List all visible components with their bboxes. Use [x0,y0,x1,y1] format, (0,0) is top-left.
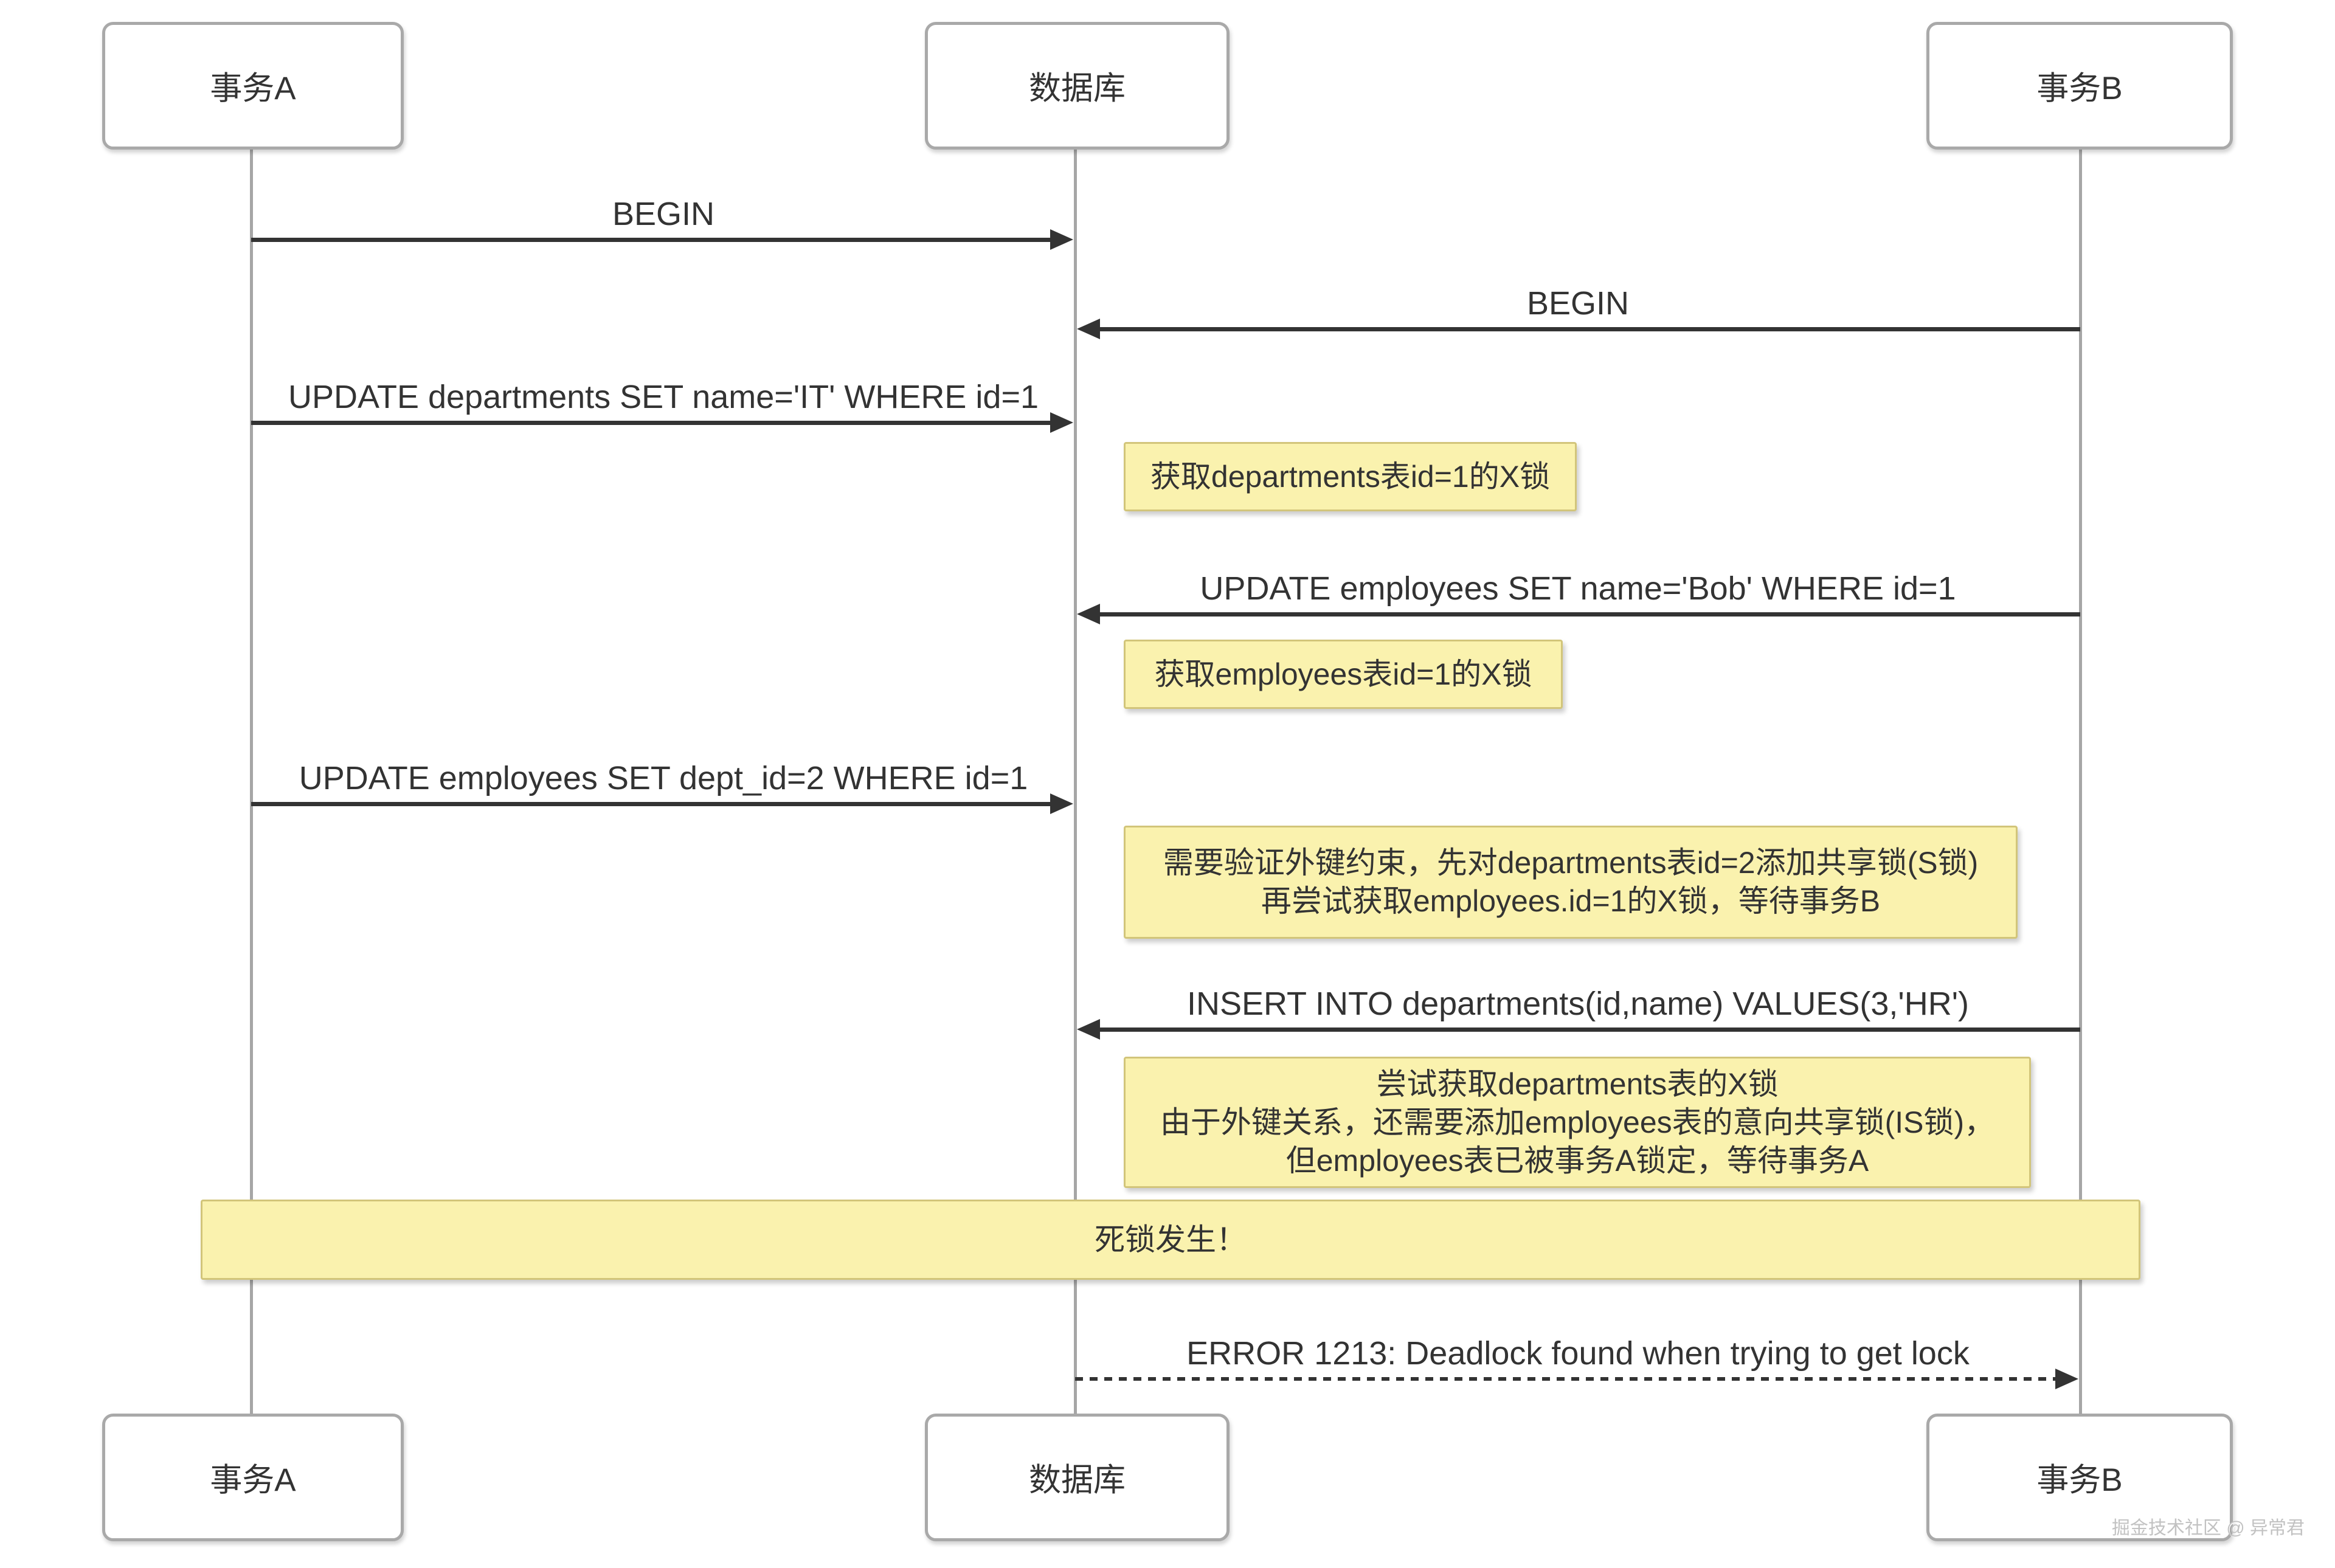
lifeline-txA [250,150,253,1414]
note-1: 获取employees表id=1的X锁 [1124,640,1563,709]
actor-label: 事务A [210,1462,296,1498]
message-label-3: UPDATE employees SET name='Bob' WHERE id… [1200,570,1956,607]
message-line-4 [251,802,1052,806]
actor-label: 事务B [2036,71,2123,106]
message-label-5: INSERT INTO departments(id,name) VALUES(… [1186,986,1970,1022]
actor-box-top-txA: 事务A [102,22,404,150]
arrowhead-right-icon [1050,412,1073,433]
message-label-4: UPDATE employees SET dept_id=2 WHERE id=… [299,760,1028,796]
note-4: 死锁发生！ [201,1200,2140,1280]
actor-box-bottom-txA: 事务A [102,1414,404,1541]
note-line: 获取departments表id=1的X锁 [1150,459,1551,494]
message-label-1: BEGIN [1526,285,1630,322]
actor-box-top-db: 数据库 [925,22,1230,150]
note-2: 需要验证外键约束，先对departments表id=2添加共享锁(S锁) 再尝试获… [1124,826,2018,939]
actor-box-bottom-db: 数据库 [925,1414,1230,1541]
actor-box-top-txB: 事务B [1926,22,2233,150]
arrowhead-left-icon [1077,1019,1100,1040]
note-line: 需要验证外键约束，先对departments表id=2添加共享锁(S锁) [1163,846,1979,880]
arrowhead-left-icon [1077,319,1100,339]
note-line: 死锁发生！ [1095,1222,1247,1257]
note-line: 由于外键关系，还需要添加employees表的意向共享锁(IS锁)， [1160,1105,1995,1139]
lifeline-txB [2079,150,2082,1414]
message-line-5 [1098,1027,2080,1032]
message-line-0 [251,238,1052,242]
lifeline-db [1074,150,1077,1414]
watermark: 掘金技术社区 @ 异常君 [2111,1518,2305,1538]
note-3: 尝试获取departments表的X锁由于外键关系，还需要添加employees… [1124,1057,2031,1188]
note-line: 尝试获取departments表的X锁 [1376,1066,1779,1101]
actor-label: 事务A [210,71,296,106]
note-0: 获取departments表id=1的X锁 [1124,442,1577,511]
note-line: 再尝试获取employees.id=1的X锁，等待事务B [1261,884,1881,918]
message-line-6 [1075,1377,2057,1381]
actor-label: 数据库 [1029,71,1126,106]
message-label-6: ERROR 1213: Deadlock found when trying t… [1186,1335,1970,1372]
message-label-2: UPDATE departments SET name='IT' WHERE i… [288,379,1039,415]
message-label-0: BEGIN [612,196,715,232]
message-line-1 [1098,327,2080,331]
actor-label: 事务B [2036,1462,2123,1498]
arrowhead-right-icon [2055,1369,2078,1389]
actor-box-bottom-txB: 事务B [1926,1414,2233,1541]
note-line: 但employees表已被事务A锁定，等待事务A [1285,1143,1869,1178]
message-line-3 [1098,612,2080,616]
arrowhead-right-icon [1050,229,1073,250]
note-line: 获取employees表id=1的X锁 [1154,657,1532,691]
message-line-2 [251,421,1052,425]
arrowhead-left-icon [1077,604,1100,624]
arrowhead-right-icon [1050,793,1073,814]
actor-label: 数据库 [1029,1462,1126,1498]
